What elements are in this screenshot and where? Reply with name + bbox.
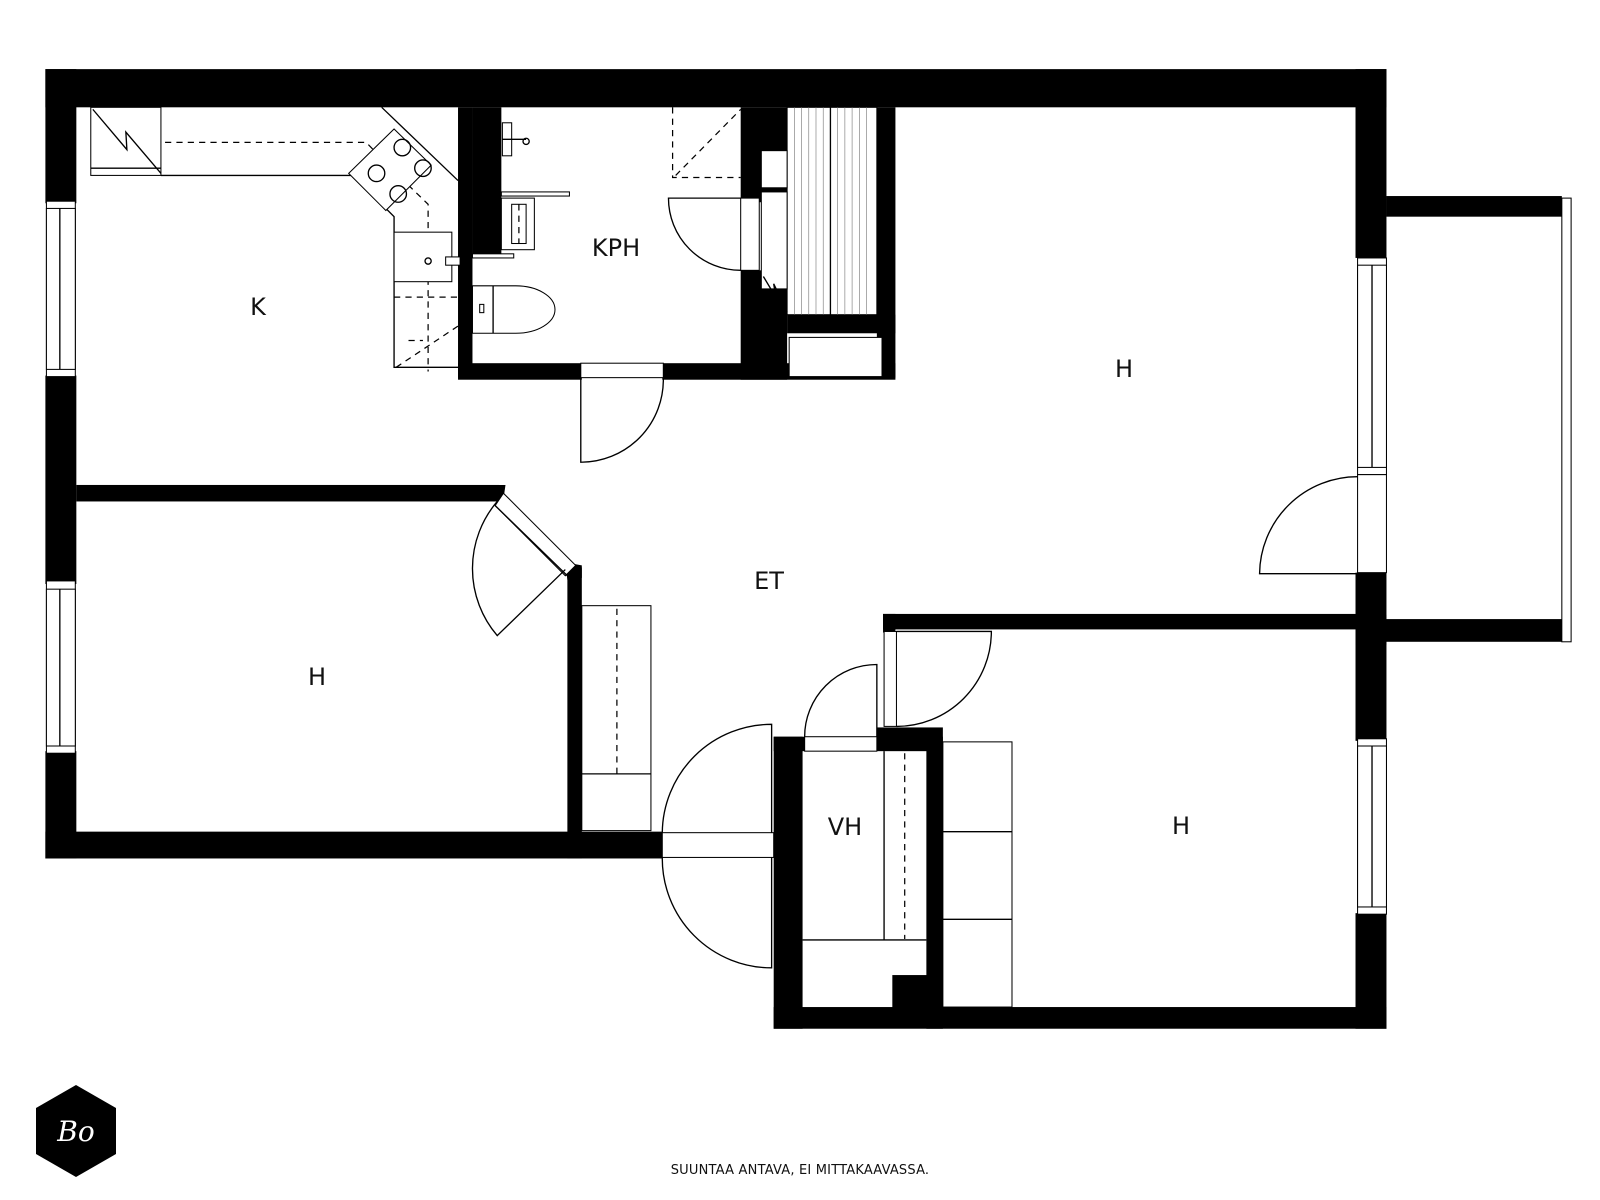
sauna [760, 106, 883, 378]
room-label-walk-in-closet: VH [827, 813, 863, 841]
logo-text: Bo [57, 1114, 95, 1148]
windows [45, 197, 1572, 915]
room-label-bathroom: KPH [591, 234, 641, 262]
diagonal-door[interactable] [471, 492, 577, 637]
logo-hexagon-icon [36, 1085, 116, 1177]
closet-fixtures [802, 751, 927, 941]
kitchen-fixtures [90, 106, 461, 372]
room-label-bedroom-left: H [307, 663, 327, 691]
bathroom-fixtures [471, 107, 742, 334]
bedroom-wardrobe [942, 741, 1013, 1008]
room-label-kitchen: K [250, 293, 266, 321]
disclaimer-text: SUUNTAA ANTAVA, EI MITTAKAAVASSA. [670, 1163, 930, 1178]
room-label-living-room: H [1114, 355, 1134, 383]
hallway-wardrobe [581, 605, 652, 832]
walls [45, 69, 1562, 1029]
room-label-hallway: ET [754, 567, 784, 595]
doors[interactable] [580, 197, 1387, 969]
room-label-bedroom-right: H [1171, 812, 1191, 840]
